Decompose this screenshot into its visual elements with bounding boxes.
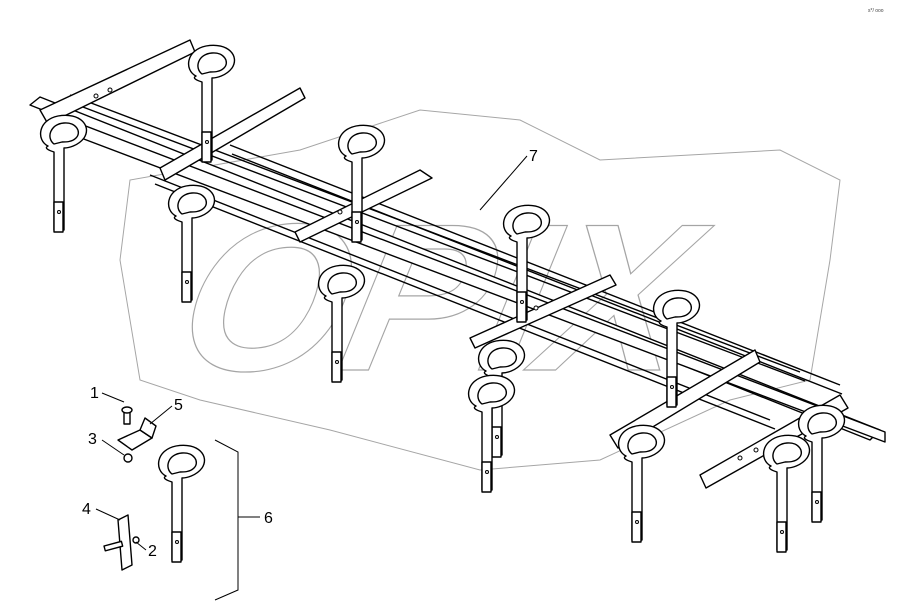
harrow-frame [29, 39, 886, 489]
leader-lines [95, 155, 528, 601]
callout-4: 4 [82, 501, 91, 518]
callout-6: 6 [264, 510, 273, 527]
detail-parts [103, 406, 206, 571]
callout-1: 1 [90, 385, 99, 402]
callout-3: 3 [88, 431, 97, 448]
callout-2: 2 [148, 543, 157, 560]
callout-5: 5 [174, 397, 183, 414]
corner-mark: s*/ ooo [868, 8, 884, 14]
callout-7: 7 [529, 148, 538, 165]
callout-labels: 1 2 3 4 5 6 7 [82, 148, 538, 560]
